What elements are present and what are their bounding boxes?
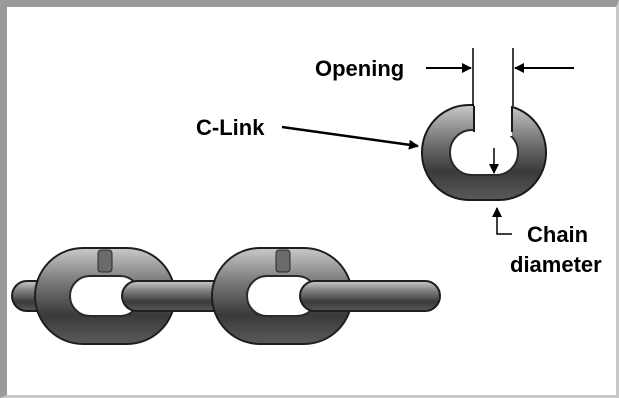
chain-diameter-label-line1: Chain — [527, 222, 588, 247]
opening-label: Opening — [315, 56, 404, 81]
diameter-arrow-bottom — [492, 207, 512, 235]
chain-link-side-2 — [299, 280, 441, 312]
c-link-arrow — [281, 125, 419, 150]
chain-diameter-label-line2: diameter — [510, 252, 602, 277]
chain-illustration — [11, 247, 441, 345]
c-link-illustration — [421, 96, 547, 201]
opening-dimension — [426, 48, 574, 106]
chain-diameter-dimension — [489, 148, 512, 235]
c-link-label: C-Link — [196, 115, 265, 140]
